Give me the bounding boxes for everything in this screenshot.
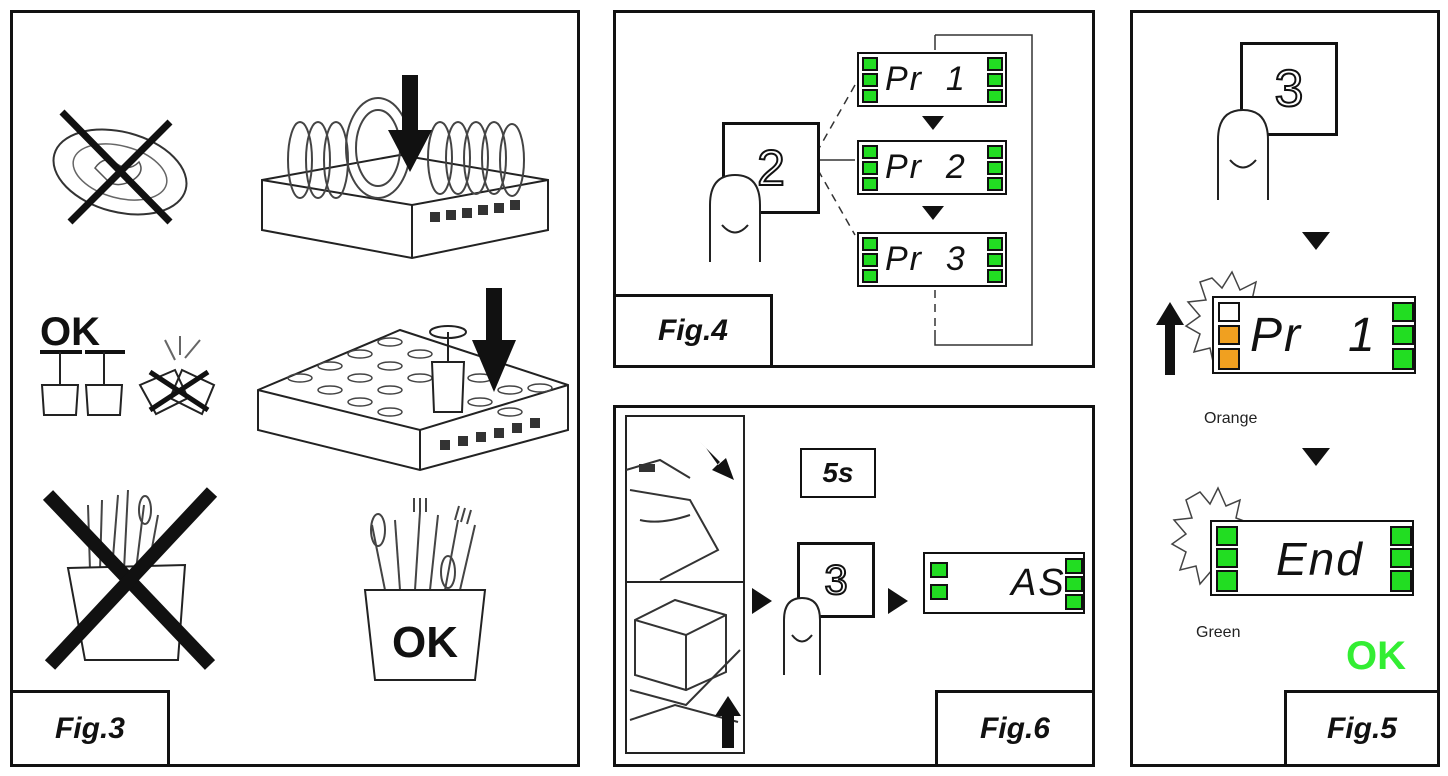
led-left-1 xyxy=(1218,302,1240,322)
led-right-1 xyxy=(1065,558,1083,574)
led-right-3 xyxy=(1392,348,1414,370)
fig5-display-2-text: End xyxy=(1276,533,1364,585)
led-left-3 xyxy=(1216,570,1238,592)
led-left-2 xyxy=(1216,548,1238,568)
led-left-1 xyxy=(862,57,878,71)
led-left-2 xyxy=(862,161,878,175)
led-right-3 xyxy=(1390,570,1412,592)
led-left-1 xyxy=(862,145,878,159)
led-right-3 xyxy=(987,269,1003,283)
led-right-1 xyxy=(1392,302,1414,322)
led-right-2 xyxy=(1065,576,1083,592)
fig4-display-1-text: Pr 1 xyxy=(885,60,967,98)
glass-rack-icon xyxy=(257,288,569,472)
glasses-wrong-icon xyxy=(138,336,216,416)
orange-label: Orange xyxy=(1204,410,1258,427)
led-left-2 xyxy=(862,253,878,267)
led-right-2 xyxy=(987,161,1003,175)
fig5-ok-label: OK xyxy=(1346,634,1406,678)
led-left-2 xyxy=(930,584,948,600)
led-right-3 xyxy=(987,89,1003,103)
led-left-2 xyxy=(1218,325,1240,345)
fig5-display-1-text: Pr 1 xyxy=(1250,309,1377,362)
dishwasher-door-icon xyxy=(625,458,720,581)
led-left-1 xyxy=(862,237,878,251)
fig4-display-2-text: Pr 2 xyxy=(885,148,967,186)
fig5-label: Fig.5 xyxy=(1284,690,1440,767)
fig6-display: AS xyxy=(923,552,1085,614)
cutlery-ok-label: OK xyxy=(392,618,458,667)
plate-wrong-icon xyxy=(52,109,188,225)
cutlery-wrong-icon xyxy=(42,487,218,670)
fig4-display-3: Pr 3 xyxy=(857,232,1007,287)
fig4-display-1: Pr 1 xyxy=(857,52,1007,107)
led-left-3 xyxy=(862,89,878,103)
glasses-ok-icon xyxy=(40,350,125,416)
fig6-timer: 5s xyxy=(800,448,876,498)
finger-icon xyxy=(1217,108,1269,200)
led-right-1 xyxy=(987,145,1003,159)
led-left-2 xyxy=(862,73,878,87)
led-right-1 xyxy=(1390,526,1412,546)
glasses-ok-label: OK xyxy=(40,310,100,354)
fig5-display-2: End xyxy=(1210,520,1414,596)
led-right-1 xyxy=(987,237,1003,251)
fig4-label: Fig.4 xyxy=(613,294,773,368)
led-left-3 xyxy=(1218,348,1240,370)
fig6-display-text: AS xyxy=(1011,562,1066,604)
fig5-panel xyxy=(1130,10,1440,767)
led-right-1 xyxy=(987,57,1003,71)
fig3-label: Fig.3 xyxy=(10,690,170,767)
led-right-2 xyxy=(1392,325,1414,345)
led-right-2 xyxy=(987,253,1003,267)
cutlery-ok-icon xyxy=(363,498,487,681)
plate-rack-icon xyxy=(261,75,549,260)
led-left-3 xyxy=(862,177,878,191)
led-left-1 xyxy=(1216,526,1238,546)
key-3-button[interactable]: 3 xyxy=(797,542,875,618)
led-right-3 xyxy=(987,177,1003,191)
green-label: Green xyxy=(1196,624,1241,641)
led-left-1 xyxy=(930,562,948,578)
led-right-2 xyxy=(987,73,1003,87)
led-left-3 xyxy=(862,269,878,283)
fig5-display-1: Pr 1 xyxy=(1212,296,1416,374)
hood-machine-icon xyxy=(629,598,741,723)
fig4-display-3-text: Pr 3 xyxy=(885,240,967,278)
fig6-label: Fig.6 xyxy=(935,690,1095,767)
led-right-2 xyxy=(1390,548,1412,568)
led-right-3 xyxy=(1065,594,1083,610)
fig4-display-2: Pr 2 xyxy=(857,140,1007,195)
